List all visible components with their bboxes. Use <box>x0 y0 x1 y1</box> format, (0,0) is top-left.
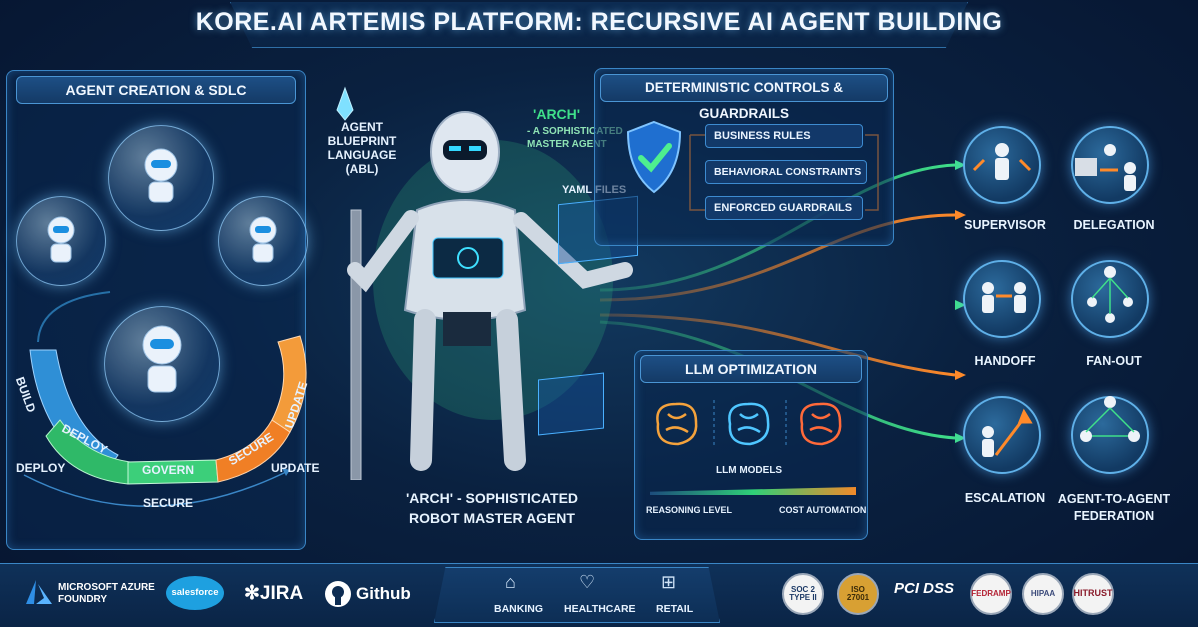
industries-panel <box>434 567 720 623</box>
github-label: Github <box>356 584 411 603</box>
jira-logo: ✻JIRA <box>244 582 303 605</box>
arch-caption-line1: 'ARCH' - SOPHISTICATED <box>405 490 579 506</box>
pattern-escalation-label: ESCALATION <box>964 491 1046 505</box>
outer-label-deploy: DEPLOY <box>16 461 66 475</box>
brain-models-icon <box>656 400 842 448</box>
outer-label-update: UPDATE <box>271 461 320 475</box>
pattern-handoff-label: HANDOFF <box>974 354 1036 368</box>
arch-quote: 'ARCH' <box>533 106 581 122</box>
delegation-icon <box>1071 126 1149 204</box>
industry-banking: BANKING <box>494 603 543 615</box>
pattern-glyphs <box>972 143 1140 457</box>
pattern-federation-label: AGENT-TO-AGENT FEDERATION <box>1057 492 1171 523</box>
hipaa-badge: HIPAA <box>1022 573 1064 615</box>
reasoning-cost-bar <box>650 487 856 495</box>
github-icon <box>325 581 351 607</box>
arch-subtitle: - A SOPHISTICATED MASTER AGENT <box>527 126 623 150</box>
heart-pulse-icon: ♡ <box>579 572 596 592</box>
llm-models-label: LLM MODELS <box>716 465 783 476</box>
cost-automation-label: COST AUTOMATION <box>779 505 867 515</box>
agent-creation-heading: AGENT CREATION & SDLC <box>16 76 296 104</box>
handoff-icon <box>963 260 1041 338</box>
abl-label: AGENT BLUEPRINT LANGUAGE (ABL) <box>327 120 397 176</box>
industry-healthcare: HEALTHCARE <box>564 603 636 615</box>
page-title: KORE.AI ARTEMIS PLATFORM: RECURSIVE AI A… <box>195 8 1003 36</box>
azure-icon <box>26 580 52 604</box>
robot-bubble-top <box>108 125 214 231</box>
guardrails-heading: DETERMINISTIC CONTROLS & GUARDRAILS <box>600 74 888 121</box>
rule-business-rules: BUSINESS RULES <box>705 124 863 148</box>
iso-badge: ISO 27001 <box>837 573 879 615</box>
outer-label-secure: SECURE <box>143 496 194 510</box>
rule-enforced-guardrails: ENFORCED GUARDRAILS <box>705 196 863 220</box>
pattern-fan-out-label: FAN-OUT <box>1086 354 1142 368</box>
cart-icon: ⊞ <box>661 572 677 592</box>
fedramp-badge: FEDRAMP <box>970 573 1012 615</box>
pattern-delegation-label: DELEGATION <box>1073 218 1155 232</box>
llm-heading: LLM OPTIMIZATION <box>640 355 862 383</box>
salesforce-logo: salesforce <box>166 576 224 610</box>
jira-icon: ✻ <box>244 583 260 604</box>
robot-agents-icon <box>47 148 277 393</box>
bank-icon: ⌂ <box>505 572 516 592</box>
segment-govern: GOVERN <box>142 463 195 477</box>
code-file-card <box>538 372 604 436</box>
hitrust-badge: HITRUST <box>1072 573 1114 615</box>
rule-behavioral-constraints: BEHAVIORAL CONSTRAINTS <box>705 160 867 184</box>
soc2-badge: SOC 2 TYPE II <box>782 573 824 615</box>
azure-label: MICROSOFT AZURE FOUNDRY <box>58 582 155 605</box>
sdlc-ring <box>23 291 307 508</box>
pci-dss-logo: PCI DSS <box>894 580 955 597</box>
escalation-icon <box>963 396 1041 474</box>
industry-retail: RETAIL <box>656 603 694 615</box>
shield-check-icon <box>626 120 682 194</box>
pattern-supervisor-label: SUPERVISOR <box>964 218 1046 232</box>
arch-robot-icon <box>336 86 633 480</box>
arch-caption-line2: ROBOT MASTER AGENT <box>409 510 575 526</box>
title-banner <box>230 2 968 48</box>
jira-label: JIRA <box>259 583 304 604</box>
reasoning-level-label: REASONING LEVEL <box>646 505 733 515</box>
